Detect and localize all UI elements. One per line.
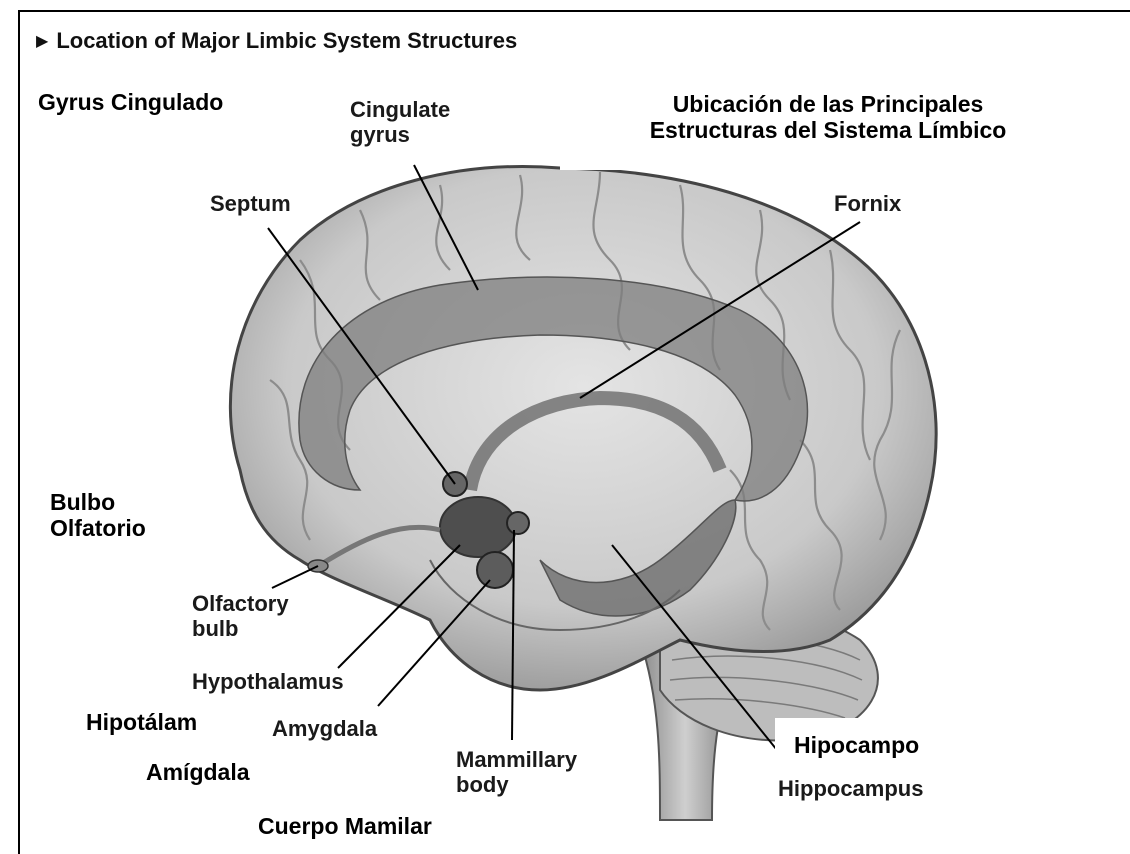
- hypothalamus-shape: [440, 497, 516, 557]
- label-hypothalamus: Hypothalamus: [192, 670, 344, 695]
- leader-olfactory: [272, 566, 318, 588]
- label-septum: Septum: [210, 192, 291, 217]
- label-es-amygdala: Amígdala: [146, 760, 250, 786]
- diagram-title-text: Location of Major Limbic System Structur…: [56, 28, 517, 53]
- label-mammillary-body: Mammillary body: [456, 748, 577, 797]
- mammillary-body-shape: [507, 512, 529, 534]
- label-es-cingulate: Gyrus Cingulado: [38, 90, 223, 116]
- label-cingulate-gyrus: Cingulate gyrus: [350, 98, 450, 147]
- triangle-right-icon: ▶: [36, 31, 48, 51]
- title-es: Ubicación de las Principales Estructuras…: [598, 92, 1058, 144]
- label-es-mammillary: Cuerpo Mamilar: [258, 814, 432, 840]
- label-fornix: Fornix: [834, 192, 901, 217]
- diagram-title: ▶ Location of Major Limbic System Structu…: [36, 28, 517, 54]
- amygdala-shape: [477, 552, 513, 588]
- label-olfactory-bulb: Olfactory bulb: [192, 592, 289, 641]
- label-es-hippocampus: Hipocampo: [794, 733, 919, 759]
- label-es-hypothalamus: Hipotálam: [86, 710, 197, 736]
- label-hippocampus: Hippocampus: [778, 777, 923, 802]
- label-amygdala: Amygdala: [272, 717, 377, 742]
- label-es-olfactory: Bulbo Olfatorio: [50, 490, 146, 542]
